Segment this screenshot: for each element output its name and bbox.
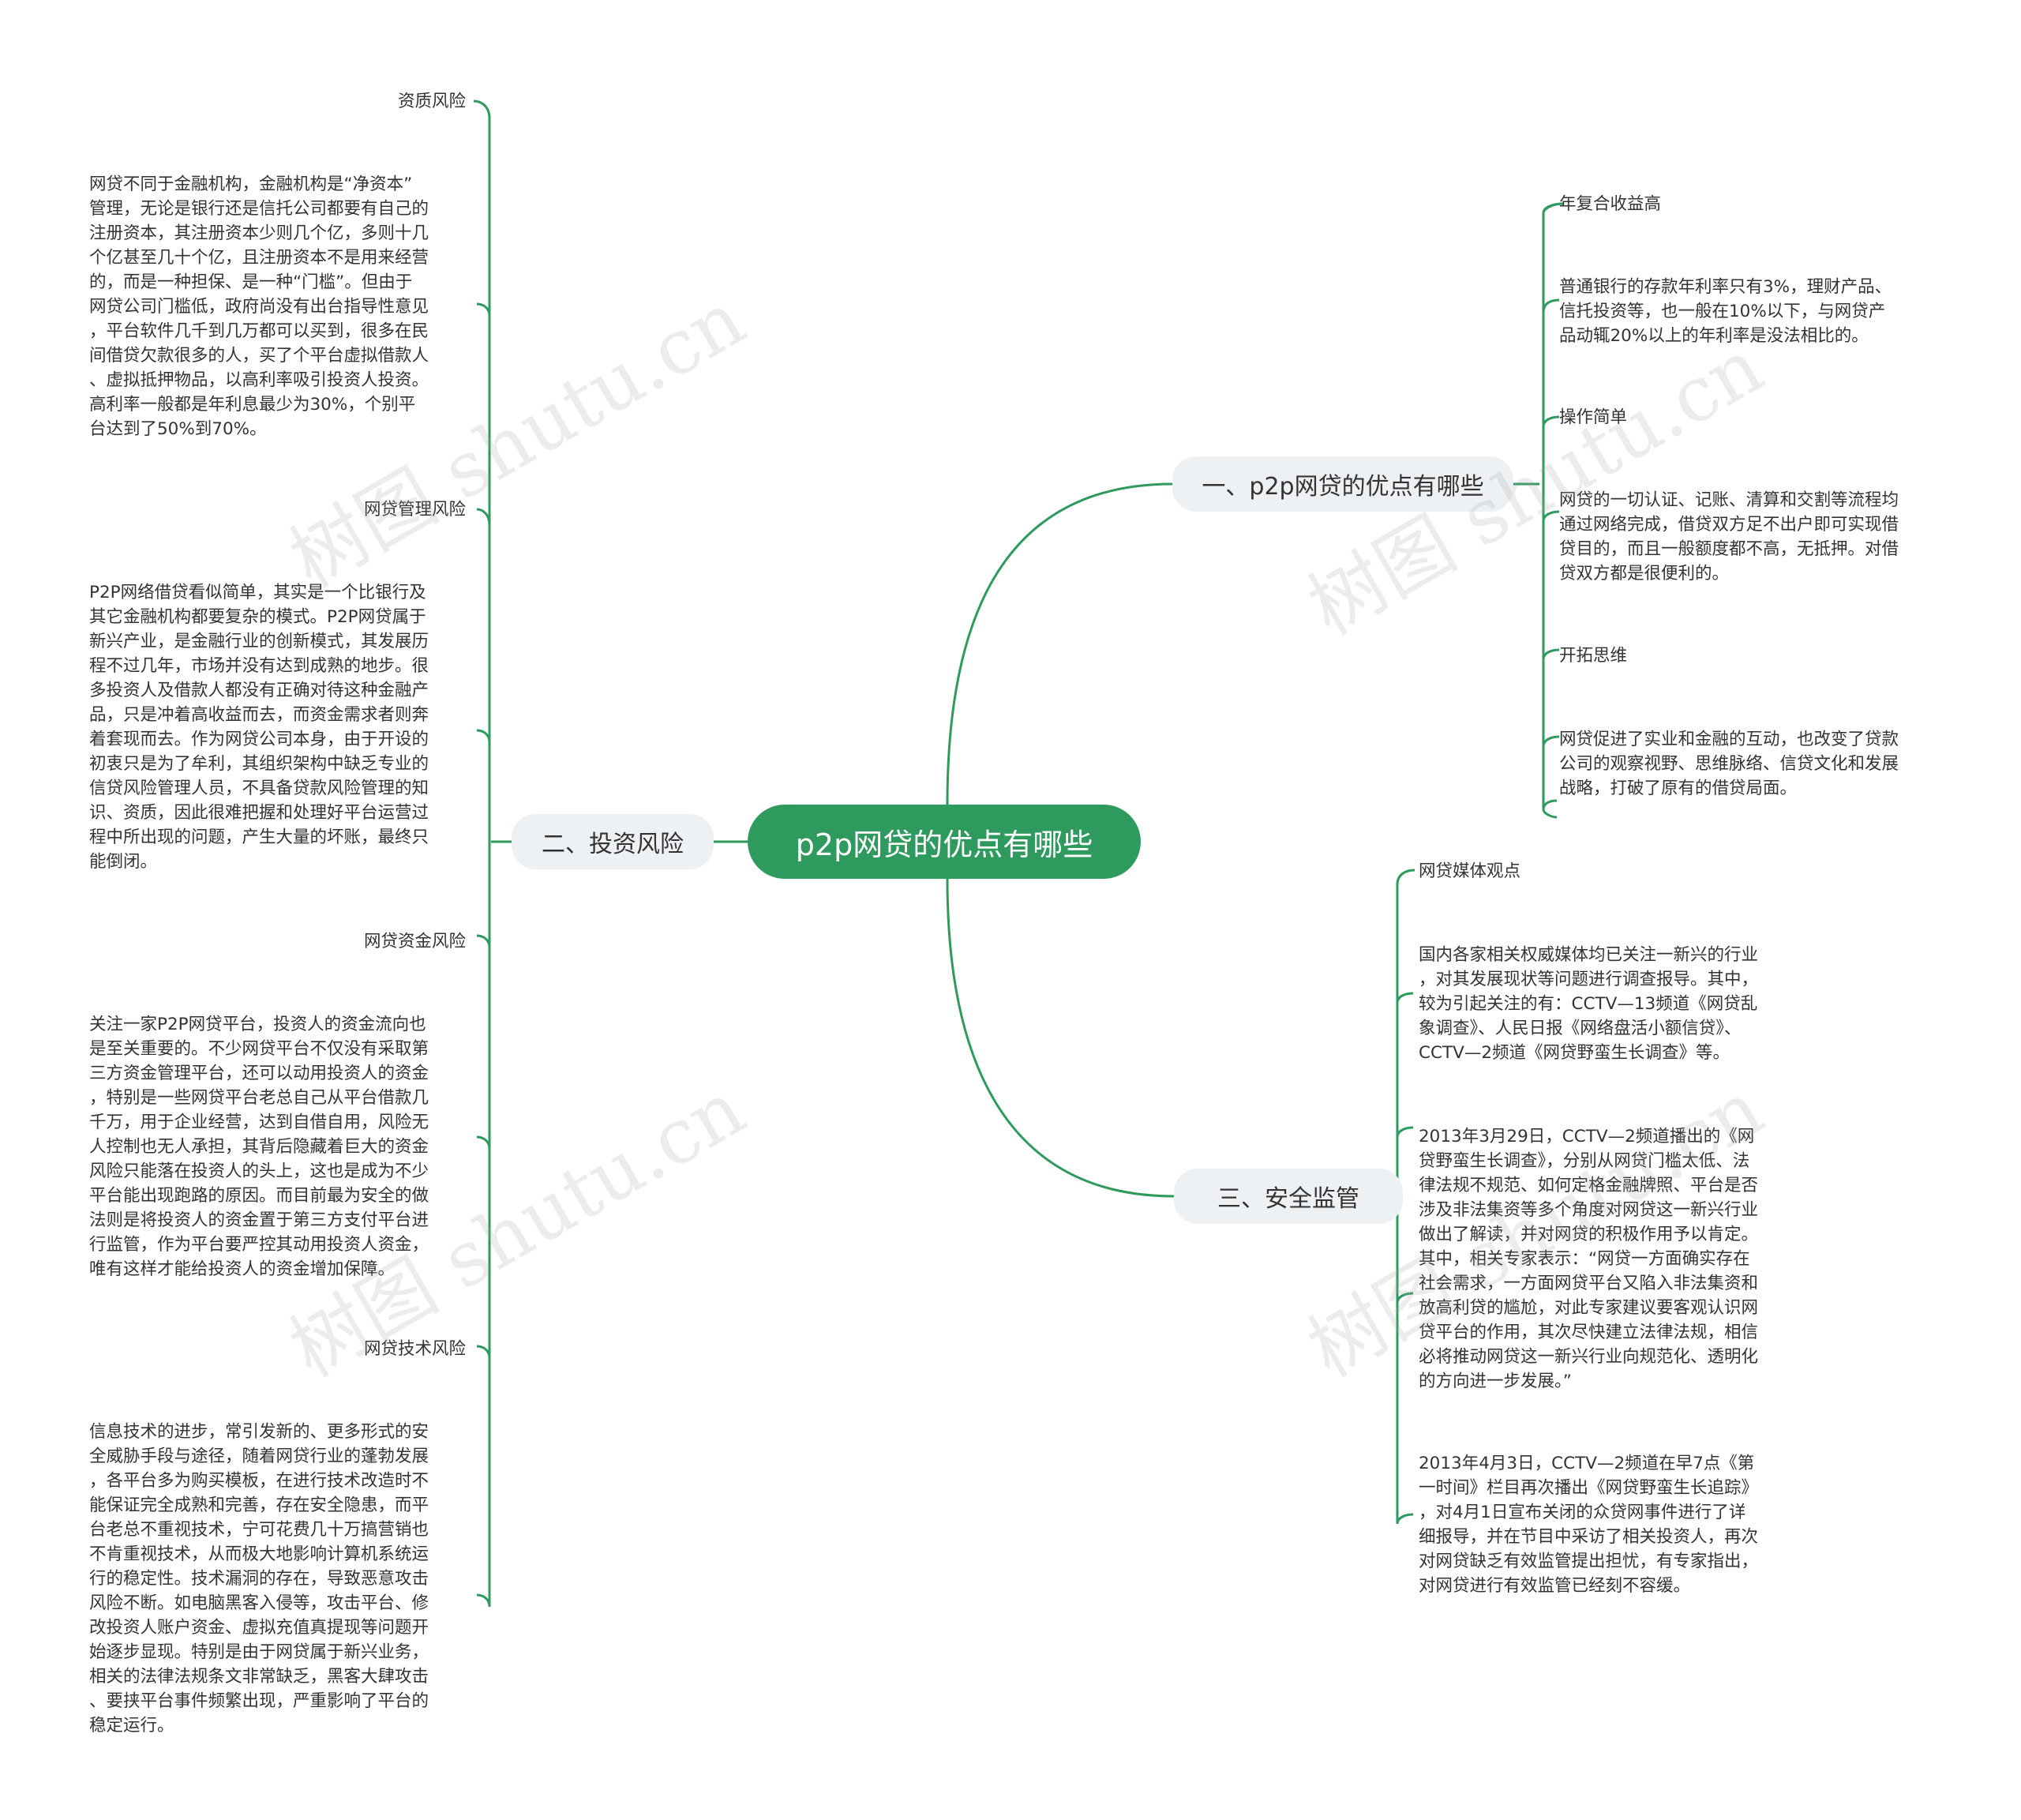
connector-b2-tick-3 — [476, 508, 491, 526]
connector-b2-tick-6 — [476, 1135, 491, 1150]
b3-item-title[interactable]: 网贷媒体观点 — [1419, 861, 1521, 881]
connector-b3-tick-3 — [1396, 1126, 1414, 1138]
b2-item-1-text: 网贷不同于金融机构，金融机构是“净资本” 管理，无论是银行还是信托公司都要有自己… — [89, 174, 429, 439]
b1-item-2-text: 网贷的一切认证、记账、清算和交割等流程均 通过网络完成，借贷双方足不出户即可实现… — [1559, 490, 1899, 584]
b2-item-1-title[interactable]: 资质风险 — [397, 92, 466, 111]
connector-b2-tick-2 — [476, 302, 491, 317]
branch-advantages[interactable]: 一、p2p网贷的优点有哪些 — [1172, 456, 1513, 512]
b1-item-1-text: 普通银行的存款年利率只有3%，理财产品、 信托投资等，也一般在10%以下，与网贷… — [1559, 277, 1892, 346]
b3-text-2: 2013年3月29日，CCTV—2频道播出的《网 贷野蛮生长调查》，分别从网贷门… — [1419, 1127, 1759, 1391]
b1-item-3-title[interactable]: 开拓思维 — [1559, 646, 1628, 666]
connector-b3-tick-5 — [1396, 1513, 1414, 1525]
connector-b1-tick-1 — [1542, 202, 1564, 214]
b1-item-1-title[interactable]: 年复合收益高 — [1559, 194, 1662, 214]
connector-root-b3 — [946, 878, 1175, 1198]
connector-b2-tick-7 — [476, 1345, 491, 1359]
connector-b1-tick-7 — [1542, 799, 1558, 810]
connector-b2-tick-1 — [473, 99, 491, 119]
connector-b2-tick-4 — [476, 729, 491, 743]
connector-b1-tick-4 — [1542, 510, 1560, 522]
connector-b2-tick-8 — [476, 1593, 491, 1608]
b2-item-4-title[interactable]: 网贷技术风险 — [363, 1339, 466, 1359]
connector-b2-tick-5 — [476, 934, 491, 948]
b2-item-2-text: P2P网络借贷看似简单，其实是一个比银行及 其它金融机构都要复杂的模式。P2P网… — [89, 583, 429, 872]
branch-investment-risk[interactable]: 二、投资风险 — [512, 814, 714, 869]
connector-b3-tick-1 — [1396, 869, 1415, 885]
branch-safety-supervision[interactable]: 三、安全监管 — [1174, 1169, 1403, 1224]
b2-item-4-text: 信息技术的进步，常引发新的、更多形式的安 全威胁手段与途径，随着网贷行业的蓬勃发… — [89, 1422, 429, 1736]
b1-item-2-title[interactable]: 操作简单 — [1559, 407, 1628, 427]
b2-item-3-title[interactable]: 网贷资金风险 — [363, 932, 466, 951]
root-topic[interactable]: p2p网贷的优点有哪些 — [748, 805, 1141, 879]
connector-root-b1 — [946, 482, 1173, 805]
connector-b1-tick-6 — [1542, 735, 1560, 747]
b3-text-1: 国内各家相关权威媒体均已关注一新兴的行业 ，对其发展现状等问题进行调查报导。其中… — [1419, 945, 1759, 1063]
connector-b1-tick-5 — [1542, 648, 1560, 660]
connector-b1-tick-2 — [1542, 298, 1560, 313]
b3-text-3: 2013年4月3日，CCTV—2频道在早7点《第 一时间》栏目再次播出《网贷野蛮… — [1419, 1454, 1759, 1596]
connector-b3-tick-4 — [1396, 1292, 1414, 1304]
connector-b1-tick-3 — [1542, 415, 1560, 427]
b1-item-3-text: 网贷促进了实业和金融的互动，也改变了贷款 公司的观察视野、思维脉络、信贷文化和发… — [1559, 730, 1899, 798]
b2-item-2-title[interactable]: 网贷管理风险 — [363, 500, 466, 520]
b2-item-3-text: 关注一家P2P网贷平台，投资人的资金流向也 是至关重要的。不少网贷平台不仅没有采… — [89, 1015, 429, 1279]
connector-b3-tick-2 — [1396, 992, 1414, 1004]
